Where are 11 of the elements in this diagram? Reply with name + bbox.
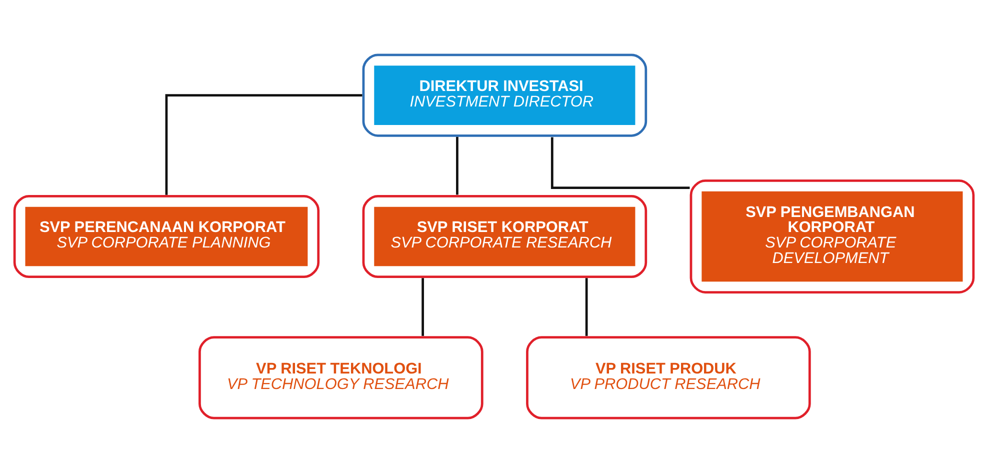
node-box: DIREKTUR INVESTASI INVESTMENT DIRECTOR [362,54,648,137]
node-box: VP RISET PRODUK VP PRODUCT RESEARCH [526,336,811,420]
node-box: VP RISET TEKNOLOGI VP TECHNOLOGY RESEARCH [198,336,484,420]
connector [456,136,458,195]
connector [422,278,424,336]
node-box: SVP RISET KORPORAT SVP CORPORATE RESEARCH [362,194,648,278]
node-box: SVP PERENCANAAN KORPORAT SVP CORPORATE PLANNING [13,194,320,278]
connector [165,94,362,195]
connector [550,137,690,190]
node-box: SVP PENGEMBANGAN KORPORAT SVP CORPORATE DEVELOPMENT [690,180,975,294]
connector [585,278,588,336]
